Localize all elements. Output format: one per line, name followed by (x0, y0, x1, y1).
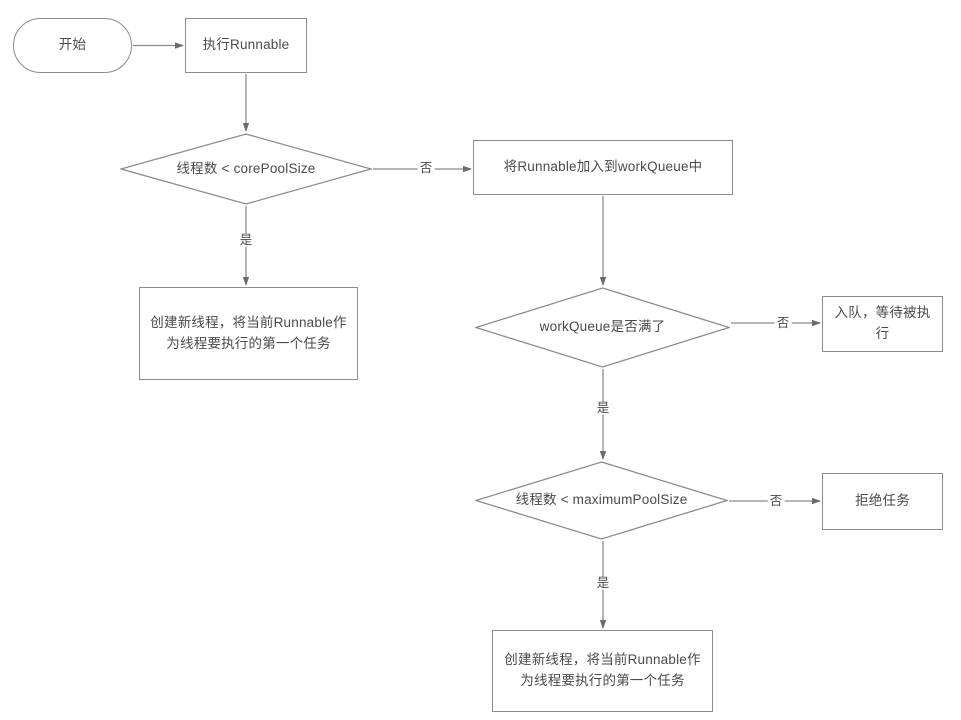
node-max-pool-check-label: 线程数 < maximumPoolSize (515, 492, 688, 508)
node-create-thread-max-label: 创建新线程，将当前Runnable作 为线程要执行的第一个任务 (504, 652, 701, 688)
edge-label-max-check-no: 否 (767, 493, 785, 508)
node-add-to-workqueue[interactable]: 将Runnable加入到workQueue中 (473, 140, 733, 195)
node-create-thread-core[interactable]: 创建新线程，将当前Runnable作 为线程要执行的第一个任务 (139, 287, 358, 380)
node-workqueue-full-check[interactable]: workQueue是否满了 (475, 287, 730, 368)
edge-label-core-check-no: 否 (417, 160, 435, 175)
node-workqueue-full-check-label: workQueue是否满了 (539, 319, 666, 335)
node-run-runnable-label: 执行Runnable (202, 37, 290, 53)
node-max-pool-check[interactable]: 线程数 < maximumPoolSize (475, 461, 728, 540)
edge-label-max-check-yes: 是 (594, 575, 612, 590)
node-add-to-workqueue-label: 将Runnable加入到workQueue中 (503, 159, 703, 175)
decision-shape (475, 461, 728, 540)
node-run-runnable[interactable]: 执行Runnable (185, 18, 307, 73)
edge-label-full-check-yes: 是 (594, 400, 612, 415)
node-reject-task-label: 拒绝任务 (855, 493, 910, 509)
node-start-label: 开始 (58, 37, 87, 53)
node-create-thread-core-label: 创建新线程，将当前Runnable作 为线程要执行的第一个任务 (150, 314, 347, 351)
node-core-pool-check-label: 线程数 < corePoolSize (176, 160, 316, 176)
node-start[interactable]: 开始 (13, 18, 132, 73)
node-create-thread-max[interactable]: 创建新线程，将当前Runnable作 为线程要执行的第一个任务 (492, 630, 713, 712)
node-enqueue-wait[interactable]: 入队，等待被执行 (822, 296, 943, 352)
node-core-pool-check[interactable]: 线程数 < corePoolSize (120, 133, 372, 205)
edge-label-core-check-yes: 是 (237, 232, 255, 247)
node-reject-task[interactable]: 拒绝任务 (822, 473, 943, 530)
decision-shape (120, 133, 372, 205)
edge-label-full-check-no: 否 (774, 315, 792, 330)
node-enqueue-wait-label: 入队，等待被执行 (834, 305, 931, 341)
decision-shape (475, 287, 730, 368)
